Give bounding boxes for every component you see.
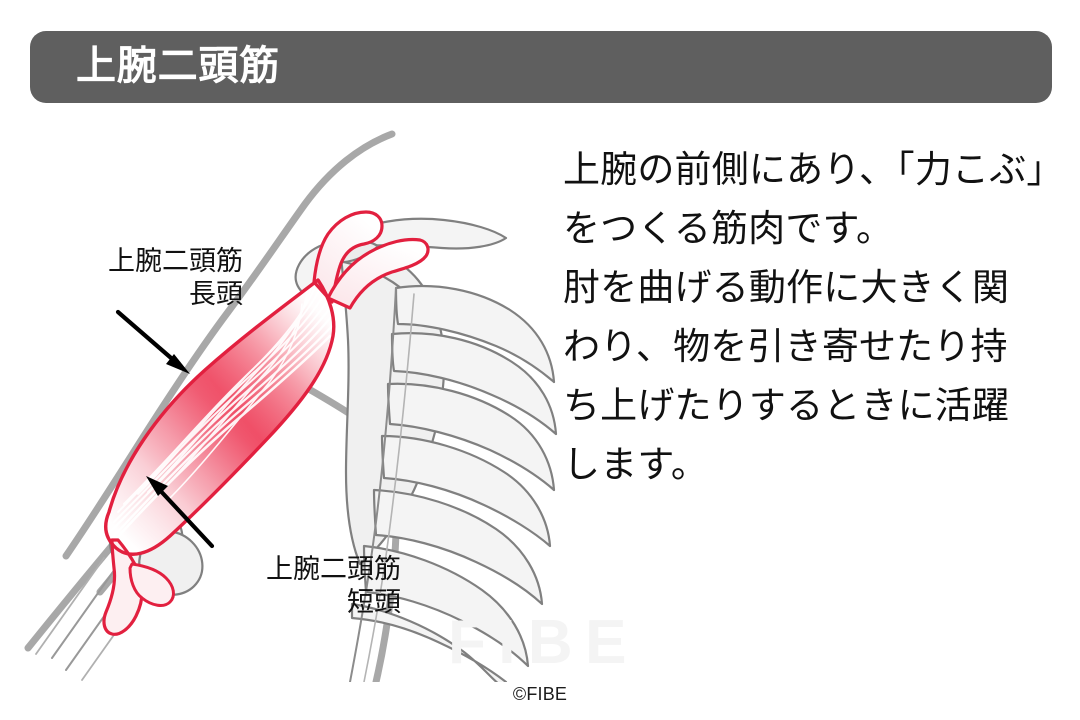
- arrow-short-head: [153, 483, 215, 549]
- title-banner: 上腕二頭筋: [30, 31, 1052, 103]
- short-head-tendon: [326, 237, 430, 310]
- description-line: ち上げたりするときに活躍: [563, 385, 1010, 426]
- long-head-tendon: [312, 210, 384, 304]
- callout-short-head-line1: 上腕二頭筋: [266, 554, 401, 584]
- callout-long-head-line2: 長頭: [189, 279, 243, 309]
- anatomy-illustration: [0, 112, 560, 682]
- description-line: をつくる筋肉です。: [563, 208, 894, 249]
- callout-long-head: 上腕二頭筋 長頭: [78, 245, 243, 311]
- callout-short-head-line2: 短頭: [347, 587, 401, 617]
- copyright-notice: ©FIBE: [512, 684, 568, 704]
- description-line: 肘を曲げる動作に大きく関: [563, 267, 1010, 308]
- fibe-watermark: FIBE: [448, 608, 639, 677]
- description-line: わり、物を引き寄せたり持: [563, 326, 1008, 367]
- callout-long-head-line1: 上腕二頭筋: [108, 246, 243, 276]
- arrow-long-head: [115, 309, 181, 367]
- page-title: 上腕二頭筋: [76, 44, 280, 89]
- callout-short-head: 上腕二頭筋 短頭: [233, 553, 401, 619]
- description-line: します。: [563, 444, 709, 485]
- callout-arrows: [115, 309, 215, 549]
- description-block: 上腕の前側にあり、「力こぶ」 をつくる筋肉です。 肘を曲げる動作に大きく関 わり…: [563, 140, 1064, 494]
- description-line: 上腕の前側にあり、「力こぶ」: [563, 149, 1064, 190]
- ribcage-group: [350, 285, 558, 682]
